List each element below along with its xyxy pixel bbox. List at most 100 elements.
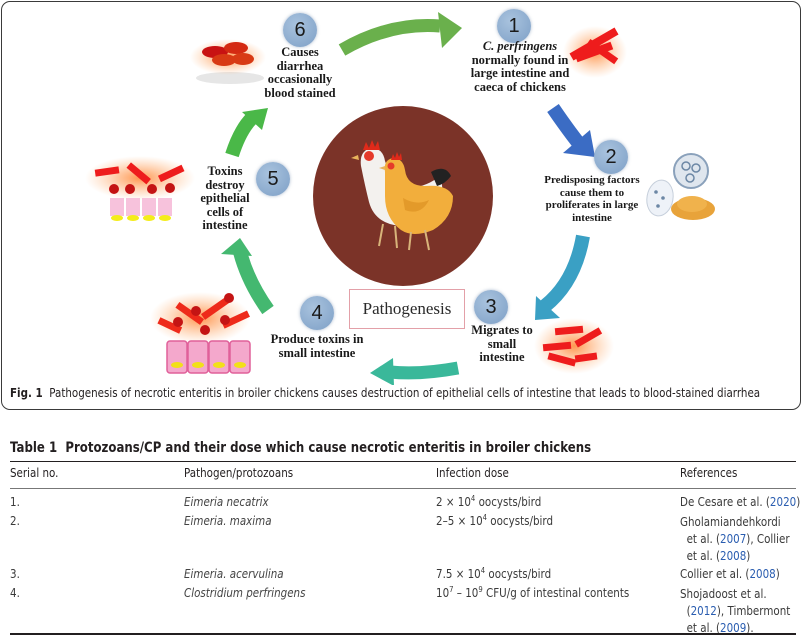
row-1-pathogen: Eimeria necatrix [184, 495, 269, 509]
reference-text: Gholamiandehkordi [680, 515, 781, 529]
dose-text: 10 [436, 586, 450, 600]
dose-text: 2–5 × 10 [436, 514, 483, 528]
step-3-line: small [487, 336, 517, 351]
reference-text: ), Collier [746, 532, 790, 546]
step-5-line: Toxins [207, 164, 243, 178]
reference-year-link[interactable]: 2008 [749, 567, 776, 581]
row-3-reference: Collier et al. (2008) [680, 567, 780, 581]
reference-text: et al. ( [686, 621, 721, 635]
intestine-toxins-icon [150, 292, 251, 374]
reference-text: Collier et al. ( [680, 567, 750, 581]
step-2-line: proliferates in large [545, 199, 639, 211]
row-1-reference: De Cesare et al. (2020) [680, 495, 800, 509]
figure-caption-text: Pathogenesis of necrotic enteritis in br… [49, 386, 761, 400]
table-title: Table 1 Protozoans/CP and their dose whi… [10, 440, 591, 456]
reference-text: ). [746, 621, 754, 635]
step-1-badge: 1 [497, 9, 531, 43]
dose-text: – 10 [453, 586, 479, 600]
reference-text: et al. ( [686, 532, 721, 546]
step-4-badge: 4 [300, 296, 334, 330]
step-1-text: C. perfringens normally found in large i… [460, 39, 580, 94]
chickens-icon [351, 140, 453, 251]
arrow-step3-to-step4 [370, 358, 460, 385]
dose-unit: CFU/g of intestinal contents [482, 586, 630, 600]
dose-exponent: 4 [482, 513, 488, 522]
table-title-text: Protozoans/CP and their dose which cause… [65, 440, 592, 456]
table-label: Table 1 [10, 440, 58, 456]
step-6-line: blood stained [264, 85, 336, 100]
row-4-serial: 4. [10, 586, 20, 600]
reference-year-link[interactable]: 2008 [720, 549, 747, 563]
figure-caption: Fig. 1 Pathogenesis of necrotic enteriti… [10, 386, 760, 400]
step-5-badge: 5 [256, 162, 290, 196]
reference-text: ), Timbermont [716, 604, 791, 618]
dose-unit: oocysts/bird [475, 495, 542, 509]
center-circle [313, 106, 493, 286]
step-1-line: normally found in [471, 52, 569, 67]
step-5-text: Toxins destroy epithelial cells of intes… [195, 164, 255, 233]
header-dose: Infection dose [436, 466, 509, 480]
step-2-line: Predisposing factors [544, 174, 640, 186]
step-3-line: intestine [479, 350, 525, 364]
header-serial: Serial no. [10, 466, 59, 480]
reference-text: De Cesare et al. ( [680, 495, 770, 509]
step-4-line: small intestine [278, 345, 356, 360]
dose-text: 7.5 × 10 [436, 567, 481, 581]
reference-year-link[interactable]: 2007 [720, 532, 747, 546]
reference-text: ( [686, 604, 691, 618]
row-4-reference: Shojadoost et al. (2012), Timbermont et … [680, 586, 790, 637]
dose-unit: oocysts/bird [485, 567, 552, 581]
reference-year-link[interactable]: 2009 [720, 621, 747, 635]
dose-exponent: 4 [480, 566, 486, 575]
row-3-dose: 7.5 × 104 oocysts/bird [436, 566, 552, 582]
step-6-line: diarrhea [276, 58, 324, 73]
row-4-pathogen: Clostridium perfringens [184, 586, 306, 600]
table-bottom-rule [10, 633, 796, 635]
arrow-step6-to-step1 [338, 12, 462, 56]
step-2-text: Predisposing factors cause them to proli… [532, 174, 652, 224]
dose-exponent: 4 [470, 494, 476, 503]
reference-text: ) [775, 567, 780, 581]
step-6-text: Causes diarrhea occasionally blood stain… [258, 45, 342, 100]
step-5-line: intestine [202, 218, 248, 232]
pathogenesis-diagram [85, 12, 715, 385]
predisposing-factors-icon [646, 153, 715, 220]
step-2-line: cause them to [559, 186, 625, 199]
table-top-rule [10, 461, 796, 462]
dose-unit: oocysts/bird [487, 514, 554, 528]
step-5-line: cells of [206, 204, 244, 219]
row-2-serial: 2. [10, 514, 20, 528]
row-2-pathogen: Eimeria. maxima [184, 514, 272, 528]
row-3-serial: 3. [10, 567, 20, 581]
reference-text: ) [746, 549, 751, 563]
arrow-step2-to-step3 [535, 234, 590, 320]
figure-label: Fig. 1 [10, 386, 43, 400]
blood-stained-diarrhea-icon [190, 39, 266, 84]
header-references: References [680, 466, 738, 480]
step-4-text: Produce toxins in small intestine [262, 332, 372, 360]
step-2-badge: 2 [594, 140, 628, 174]
row-2-dose: 2–5 × 104 oocysts/bird [436, 513, 554, 529]
header-pathogen: Pathogen/protozoans [184, 466, 294, 480]
reference-year-link[interactable]: 2020 [769, 495, 797, 509]
step-1-line: caeca of chickens [474, 79, 566, 94]
arrow-step5-to-step6 [225, 108, 268, 158]
step-5-line: epithelial [200, 191, 250, 205]
step-2-line: intestine [572, 211, 612, 224]
epithelial-destruction-icon [85, 156, 195, 221]
step-1-organism: C. perfringens [482, 39, 558, 53]
reference-text: ) [796, 495, 801, 509]
reference-year-link[interactable]: 2012 [690, 604, 717, 618]
dose-text: 2 × 10 [436, 495, 471, 509]
arrow-step4-to-step5 [221, 238, 274, 315]
row-3-pathogen: Eimeria. acervulina [184, 567, 284, 581]
pathogenesis-label: Pathogenesis [349, 289, 465, 329]
row-4-dose: 107 – 109 CFU/g of intestinal contents [436, 586, 630, 601]
step-3-badge: 3 [474, 290, 508, 324]
step-6-line: Causes [281, 45, 319, 59]
reference-text: Shojadoost et al. [680, 587, 767, 601]
step-4-line: Produce toxins in [270, 332, 364, 346]
row-1-dose: 2 × 104 oocysts/bird [436, 494, 542, 510]
step-3-line: Migrates to [471, 323, 533, 337]
step-5-line: destroy [205, 177, 245, 192]
